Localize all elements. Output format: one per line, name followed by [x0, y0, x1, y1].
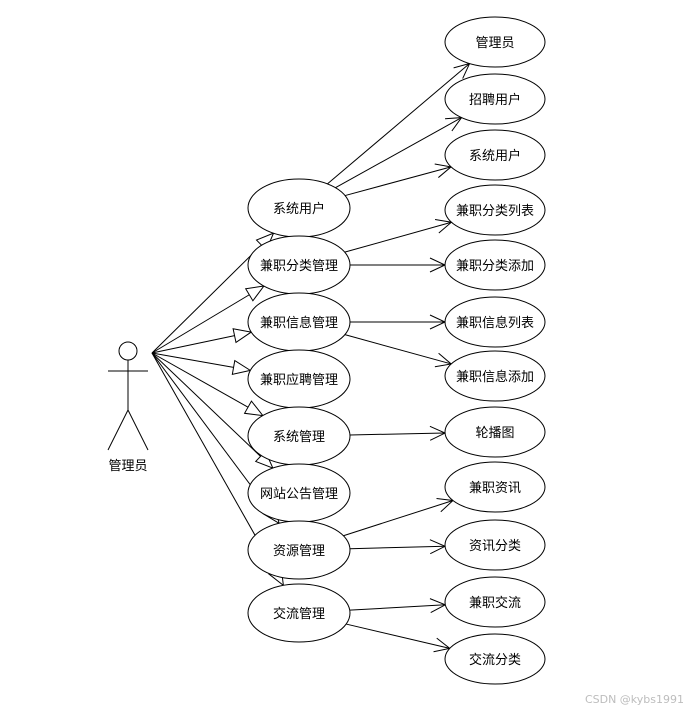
- nodes-layer: 系统用户管理员招聘用户系统用户兼职分类管理兼职分类列表兼职分类添加兼职信息管理兼…: [247, 16, 546, 685]
- actor: 管理员: [107, 341, 149, 474]
- feature-7-1: 兼职资讯: [444, 461, 546, 513]
- actor-to-module-2-arrowhead: [244, 285, 266, 302]
- module-1-to-feature-1-line: [327, 63, 470, 185]
- feature-8-1-shape: [444, 576, 546, 628]
- feature-3-2-label: 兼职信息添加: [456, 369, 534, 385]
- module-8: 交流管理: [247, 583, 351, 643]
- feature-8-2: 交流分类: [444, 633, 546, 685]
- module-5: 系统管理: [247, 406, 351, 466]
- feature-5-1-label: 轮播图: [475, 426, 514, 441]
- module-1-label: 系统用户: [273, 201, 325, 217]
- feature-8-2-label: 交流分类: [469, 652, 521, 668]
- actor-to-module-1-line: [151, 244, 262, 354]
- module-2-label: 兼职分类管理: [260, 259, 338, 274]
- actor-to-module-6-line: [151, 352, 261, 457]
- module-7-label: 资源管理: [273, 544, 325, 559]
- feature-1-1: 管理员: [444, 16, 546, 68]
- module-1-to-feature-3-line: [344, 166, 452, 197]
- watermark: CSDN @kybs1991: [585, 693, 684, 706]
- module-4-label: 兼职应聘管理: [260, 372, 338, 388]
- feature-3-1: 兼职信息列表: [444, 296, 546, 348]
- feature-7-1-label: 兼职资讯: [469, 481, 521, 496]
- feature-8-1: 兼职交流: [444, 576, 546, 628]
- module-8-to-feature-1-line: [349, 604, 446, 611]
- module-6: 网站公告管理: [247, 463, 351, 523]
- feature-1-1-label: 管理员: [475, 36, 514, 51]
- feature-1-2-shape: [444, 73, 546, 125]
- feature-3-2-shape: [444, 350, 546, 402]
- actor-to-module-8-line: [151, 352, 276, 571]
- feature-2-2: 兼职分类添加: [444, 239, 546, 291]
- feature-2-1: 兼职分类列表: [444, 184, 546, 236]
- module-5-label: 系统管理: [273, 430, 325, 445]
- actor-to-module-4-arrowhead: [231, 359, 252, 375]
- actor-to-module-3-line: [151, 335, 235, 354]
- actor-left-leg: [107, 409, 129, 451]
- module-3-to-feature-2-line: [344, 334, 452, 365]
- actor-head: [118, 341, 138, 361]
- edges-layer: [151, 62, 471, 653]
- feature-5-1: 轮播图: [444, 406, 546, 458]
- actor-to-module-5-line: [151, 352, 249, 408]
- actor-label: 管理员: [108, 459, 147, 474]
- actor-to-module-3-arrowhead: [232, 328, 253, 344]
- module-3: 兼职信息管理: [247, 292, 351, 352]
- module-2-to-feature-1-line: [344, 221, 452, 253]
- actor-to-module-7-line: [151, 352, 270, 510]
- actor-to-module-4-line: [151, 352, 234, 368]
- actor-to-module-2-line: [151, 294, 250, 354]
- actor-right-leg: [127, 409, 149, 451]
- actor-to-module-5-arrowhead: [243, 400, 264, 417]
- feature-1-3-shape: [444, 129, 546, 181]
- module-6-label: 网站公告管理: [260, 487, 338, 502]
- module-8-to-feature-2-line: [346, 623, 450, 649]
- feature-7-2-label: 资讯分类: [469, 539, 521, 554]
- module-2: 兼职分类管理: [247, 235, 351, 295]
- module-1: 系统用户: [247, 178, 351, 238]
- feature-1-2-label: 招聘用户: [469, 92, 521, 108]
- feature-1-3-label: 系统用户: [469, 148, 521, 164]
- feature-3-2: 兼职信息添加: [444, 350, 546, 402]
- feature-7-2: 资讯分类: [444, 519, 546, 571]
- feature-8-2-shape: [444, 633, 546, 685]
- module-7: 资源管理: [247, 520, 351, 580]
- module-7-shape: [247, 520, 351, 580]
- module-3-label: 兼职信息管理: [260, 315, 338, 331]
- feature-7-2-shape: [444, 519, 546, 571]
- module-4: 兼职应聘管理: [247, 349, 351, 409]
- module-7-to-feature-1-line: [343, 500, 454, 537]
- feature-1-2: 招聘用户: [444, 73, 546, 125]
- feature-3-1-label: 兼职信息列表: [456, 315, 534, 331]
- module-1-to-feature-2-line: [335, 117, 462, 189]
- module-7-to-feature-2-line: [349, 545, 446, 550]
- feature-3-1-shape: [444, 296, 546, 348]
- feature-2-1-shape: [444, 184, 546, 236]
- feature-2-2-shape: [444, 239, 546, 291]
- module-8-label: 交流管理: [273, 606, 325, 622]
- feature-2-2-label: 兼职分类添加: [456, 259, 534, 274]
- module-8-shape: [247, 583, 351, 643]
- feature-5-1-shape: [444, 406, 546, 458]
- feature-1-3: 系统用户: [444, 129, 546, 181]
- feature-7-1-shape: [444, 461, 546, 513]
- module-1-to-feature-2-arrowhead: [445, 117, 463, 132]
- module-5-to-feature-1-line: [349, 432, 446, 436]
- feature-2-1-label: 兼职分类列表: [456, 204, 534, 219]
- feature-8-1-label: 兼职交流: [469, 595, 521, 611]
- feature-1-1-shape: [444, 16, 546, 68]
